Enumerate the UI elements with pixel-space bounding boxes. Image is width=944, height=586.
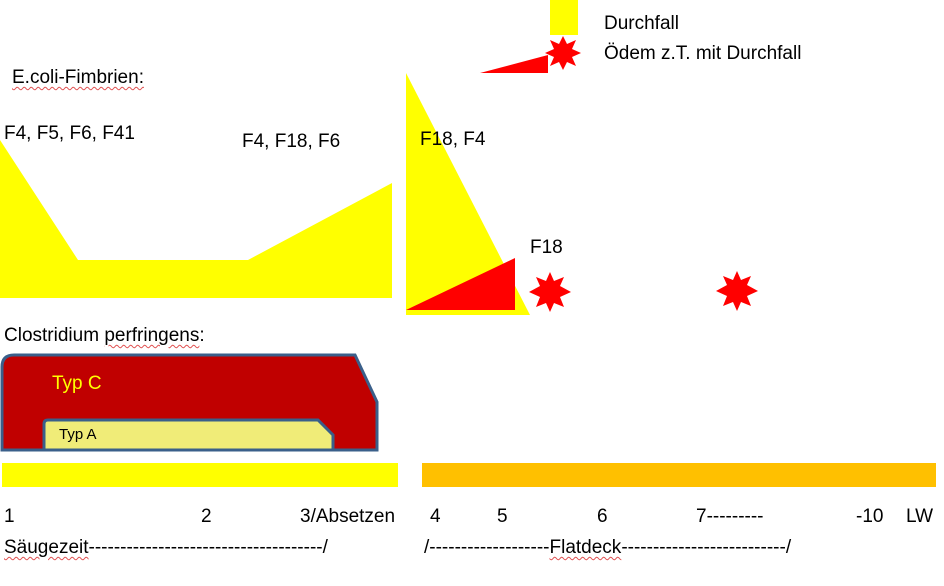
timeline-tick: 1 <box>4 506 15 527</box>
heading-part: perfringens <box>104 325 200 346</box>
ecoli-label-edema: F18 <box>530 237 563 258</box>
legend-diarrhea-swatch <box>550 0 578 35</box>
suckling-period-bar <box>2 463 398 487</box>
clostridium-heading: Clostridium perfringens: <box>4 326 205 345</box>
edema-triangle <box>406 258 515 310</box>
legend-edema-label: Ödem z.T. mit Durchfall <box>604 43 802 64</box>
timeline-tick: 7--------- <box>696 506 764 527</box>
heading-part: : <box>199 325 205 346</box>
timeline-tick: LW <box>906 506 934 527</box>
phase-flatdeck: /-------------------Flatdeck------------… <box>424 538 791 557</box>
timeline-tick: 5 <box>497 506 508 527</box>
phase-label: Säugezeit <box>4 537 89 558</box>
phase-dashes: -------------------------------------/ <box>88 537 328 558</box>
ecoli-label-suckling: F4, F5, F6, F41 <box>4 123 135 144</box>
starburst-icon <box>545 36 581 70</box>
ecoli-label-weaning: F4, F18, F6 <box>242 131 341 152</box>
flatdeck-period-bar <box>422 463 936 487</box>
timeline-tick: 2 <box>201 506 212 527</box>
ecoli-label-flatdeck: F18, F4 <box>420 129 486 150</box>
type-a-label: Typ A <box>59 426 97 443</box>
phase-dashes: --------------------------/ <box>621 537 792 558</box>
phase-suckling: Säugezeit-------------------------------… <box>4 538 328 557</box>
ecoli-suckling-area <box>0 140 392 298</box>
phase-dashes: /------------------- <box>424 537 550 558</box>
timeline-tick: 4 <box>430 506 441 527</box>
timeline-tick: 6 <box>597 506 608 527</box>
timeline-tick: 3/Absetzen <box>300 506 396 527</box>
starburst-icon <box>716 271 758 311</box>
legend-diarrhea-label: Durchfall <box>604 13 679 34</box>
type-c-label: Typ C <box>52 373 102 394</box>
clostridium-type-a-area <box>42 418 335 452</box>
heading-part: Clostridium <box>4 325 105 346</box>
phase-label: Flatdeck <box>549 537 622 558</box>
timeline-tick: -10 <box>856 506 884 527</box>
starburst-icon <box>529 272 571 312</box>
ecoli-heading: E.coli-Fimbrien: <box>12 67 144 88</box>
edema-wedge-legend <box>480 55 548 73</box>
ecoli-postweaning-triangle <box>406 73 530 315</box>
